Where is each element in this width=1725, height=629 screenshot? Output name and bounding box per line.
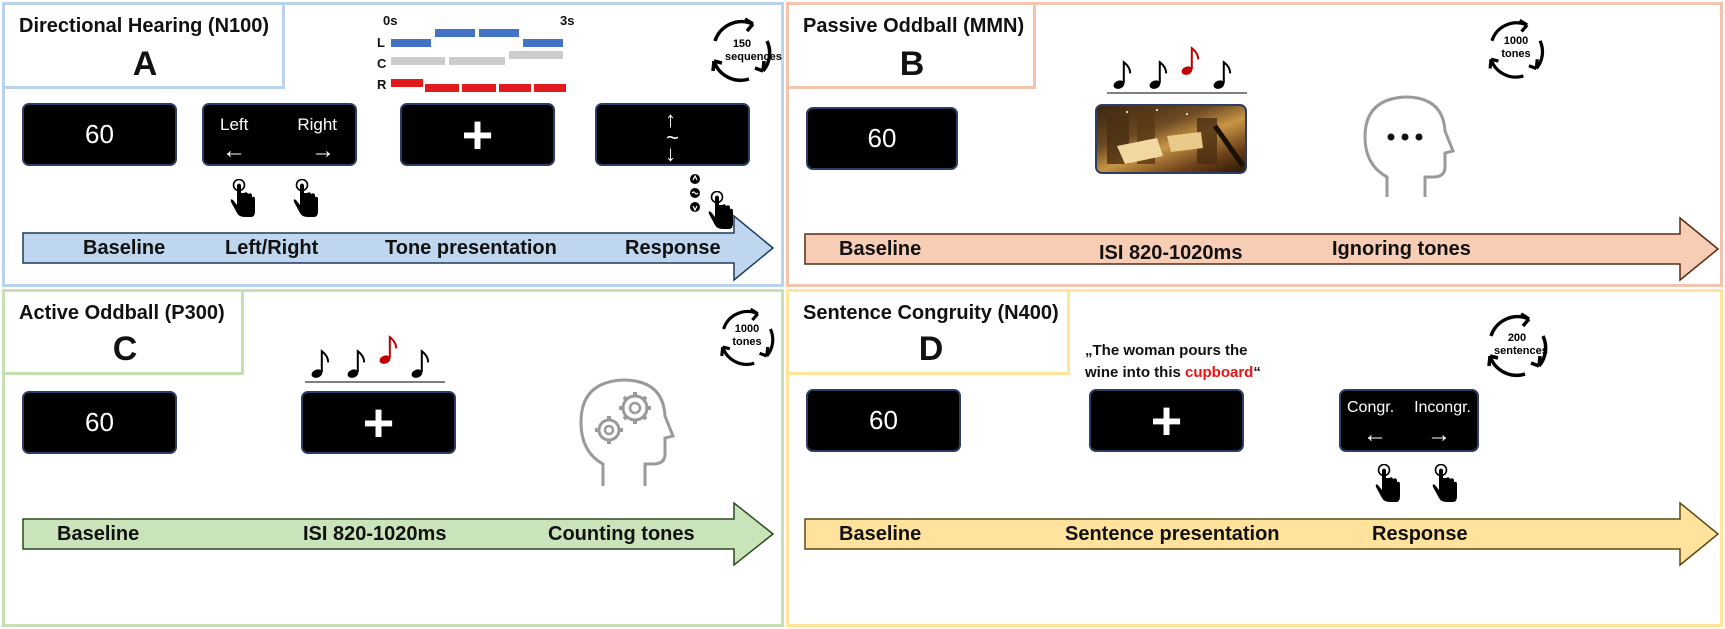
timeline-a-label-4: Response: [625, 237, 721, 259]
sentence-fixation-screen: +: [1089, 389, 1244, 452]
seq-end-label: 3s: [560, 13, 575, 28]
baseline-screen: 60: [22, 103, 177, 166]
timeline-a-label-1: Baseline: [83, 237, 166, 259]
down-arrow-icon: ↓: [665, 141, 676, 166]
baseline-value: 60: [85, 119, 114, 149]
timeline-b-label-1: Baseline: [839, 238, 922, 260]
baseline-value: 60: [85, 407, 114, 437]
center-tilde-icon: ~: [666, 125, 679, 150]
panel-d-title: Sentence Congruity (N400): [803, 302, 1059, 324]
timeline-arrow-c: [22, 501, 775, 567]
right-arrow-icon: →: [311, 137, 335, 164]
seq-row-l: L: [377, 35, 385, 50]
timeline-d-label-3: Response: [1372, 523, 1468, 545]
cycle-count-c: 1000 tones: [732, 323, 762, 348]
panel-b-title-box: Passive Oddball (MMN) B: [786, 2, 1036, 89]
baseline-value: 60: [869, 405, 898, 435]
panel-d-title-box: Sentence Congruity (N400) D: [786, 289, 1070, 375]
fixation-cross-icon: +: [1150, 390, 1183, 451]
thinking-gears-head-icon: [579, 378, 676, 486]
cycle-count-a: 150 sequences: [725, 38, 782, 63]
hand-tap-left-icon: [227, 179, 257, 219]
cycle-count-d: 200 sentences: [1494, 332, 1548, 357]
sentence-close-quote: “: [1253, 364, 1261, 381]
incongruent-label: Incongr.: [1414, 399, 1471, 416]
up-arrow-icon: ↑: [665, 107, 676, 132]
timeline-c-label-1: Baseline: [57, 523, 140, 545]
left-arrow-icon: ←: [222, 137, 246, 164]
left-right-screen: Left Right ← →: [202, 103, 357, 166]
movie-scene-image: [1107, 109, 1245, 168]
timeline-d-label-1: Baseline: [839, 523, 922, 545]
timeline-d-label-2: Sentence presentation: [1065, 523, 1280, 545]
baseline-screen: 60: [806, 107, 958, 170]
fixation-cross-icon: +: [362, 392, 395, 453]
hand-tap-congruent-icon: [1372, 464, 1402, 504]
seq-start-label: 0s: [383, 13, 398, 28]
left-arrow-icon: ←: [1363, 421, 1387, 448]
seq-row-c: C: [377, 56, 387, 71]
timeline-c-label-2: ISI 820-1020ms: [303, 523, 447, 545]
sentence-line-1: „The woman pours the: [1085, 342, 1248, 359]
right-label: Right: [297, 115, 337, 134]
tone-fixation-screen: +: [301, 391, 456, 454]
timeline-arrow-a: [22, 214, 775, 282]
panel-passive-oddball: Passive Oddball (MMN) B 1000 tones 60: [786, 2, 1723, 287]
tone-fixation-screen: +: [400, 103, 555, 166]
panel-a-title-box: Directional Hearing (N100) A: [2, 2, 285, 89]
congruity-response-screen: Congr. Incongr. ← →: [1339, 389, 1479, 452]
hand-tap-incongruent-icon: [1429, 464, 1459, 504]
timeline-c-label-3: Counting tones: [548, 523, 695, 545]
hand-tap-right-icon: [290, 179, 320, 219]
sentence-stimulus: „The woman pours the wine into this cupb…: [1085, 340, 1261, 384]
panel-c-title-box: Active Oddball (P300) C: [2, 289, 244, 375]
baseline-screen: 60: [22, 391, 177, 454]
panel-directional-hearing: Directional Hearing (N100) A 0s 3s L C R…: [2, 2, 784, 287]
left-label: Left: [220, 115, 249, 134]
panel-c-letter: C: [112, 330, 138, 368]
baseline-screen: 60: [806, 389, 961, 452]
fixation-cross-icon: +: [461, 104, 494, 165]
panel-active-oddball: Active Oddball (P300) C 1000 tones 60 +: [2, 289, 784, 627]
movie-screen: [1095, 104, 1247, 174]
sentence-line-2-start: wine into this: [1085, 364, 1185, 381]
right-arrow-icon: →: [1427, 421, 1451, 448]
timeline-arrow-b: [804, 216, 1720, 282]
sentence-line-2: wine into this cupboard“: [1085, 362, 1261, 384]
musical-notes-icon: [305, 336, 445, 383]
panel-a-title: Directional Hearing (N100): [19, 15, 270, 37]
direction-circles-icon: [690, 174, 700, 212]
timeline-b-label-2: ISI 820-1020ms: [1099, 242, 1243, 264]
musical-notes-icon: [1107, 47, 1247, 94]
panel-d-letter: D: [918, 330, 944, 368]
timeline-arrow-d: [804, 501, 1720, 567]
panel-b-title: Passive Oddball (MMN): [803, 15, 1025, 37]
tone-sequence-diagram: [391, 29, 566, 92]
timeline-a-label-2: Left/Right: [225, 237, 319, 259]
panel-b-letter: B: [899, 45, 925, 83]
thinking-head-icon: [1363, 95, 1456, 197]
panel-c-title: Active Oddball (P300): [19, 302, 225, 324]
timeline-b-label-3: Ignoring tones: [1332, 238, 1471, 260]
incongruent-word: cupboard: [1185, 364, 1254, 381]
response-screen: ↑ ~ ↓: [595, 103, 750, 166]
panel-a-letter: A: [132, 45, 158, 83]
baseline-value: 60: [867, 123, 897, 153]
seq-row-r: R: [377, 77, 387, 92]
congruent-label: Congr.: [1347, 399, 1395, 416]
cycle-count-b: 1000 tones: [1501, 35, 1531, 60]
panel-sentence-congruity: Sentence Congruity (N400) D „The woman p…: [786, 289, 1723, 627]
timeline-a-label-3: Tone presentation: [385, 237, 557, 259]
